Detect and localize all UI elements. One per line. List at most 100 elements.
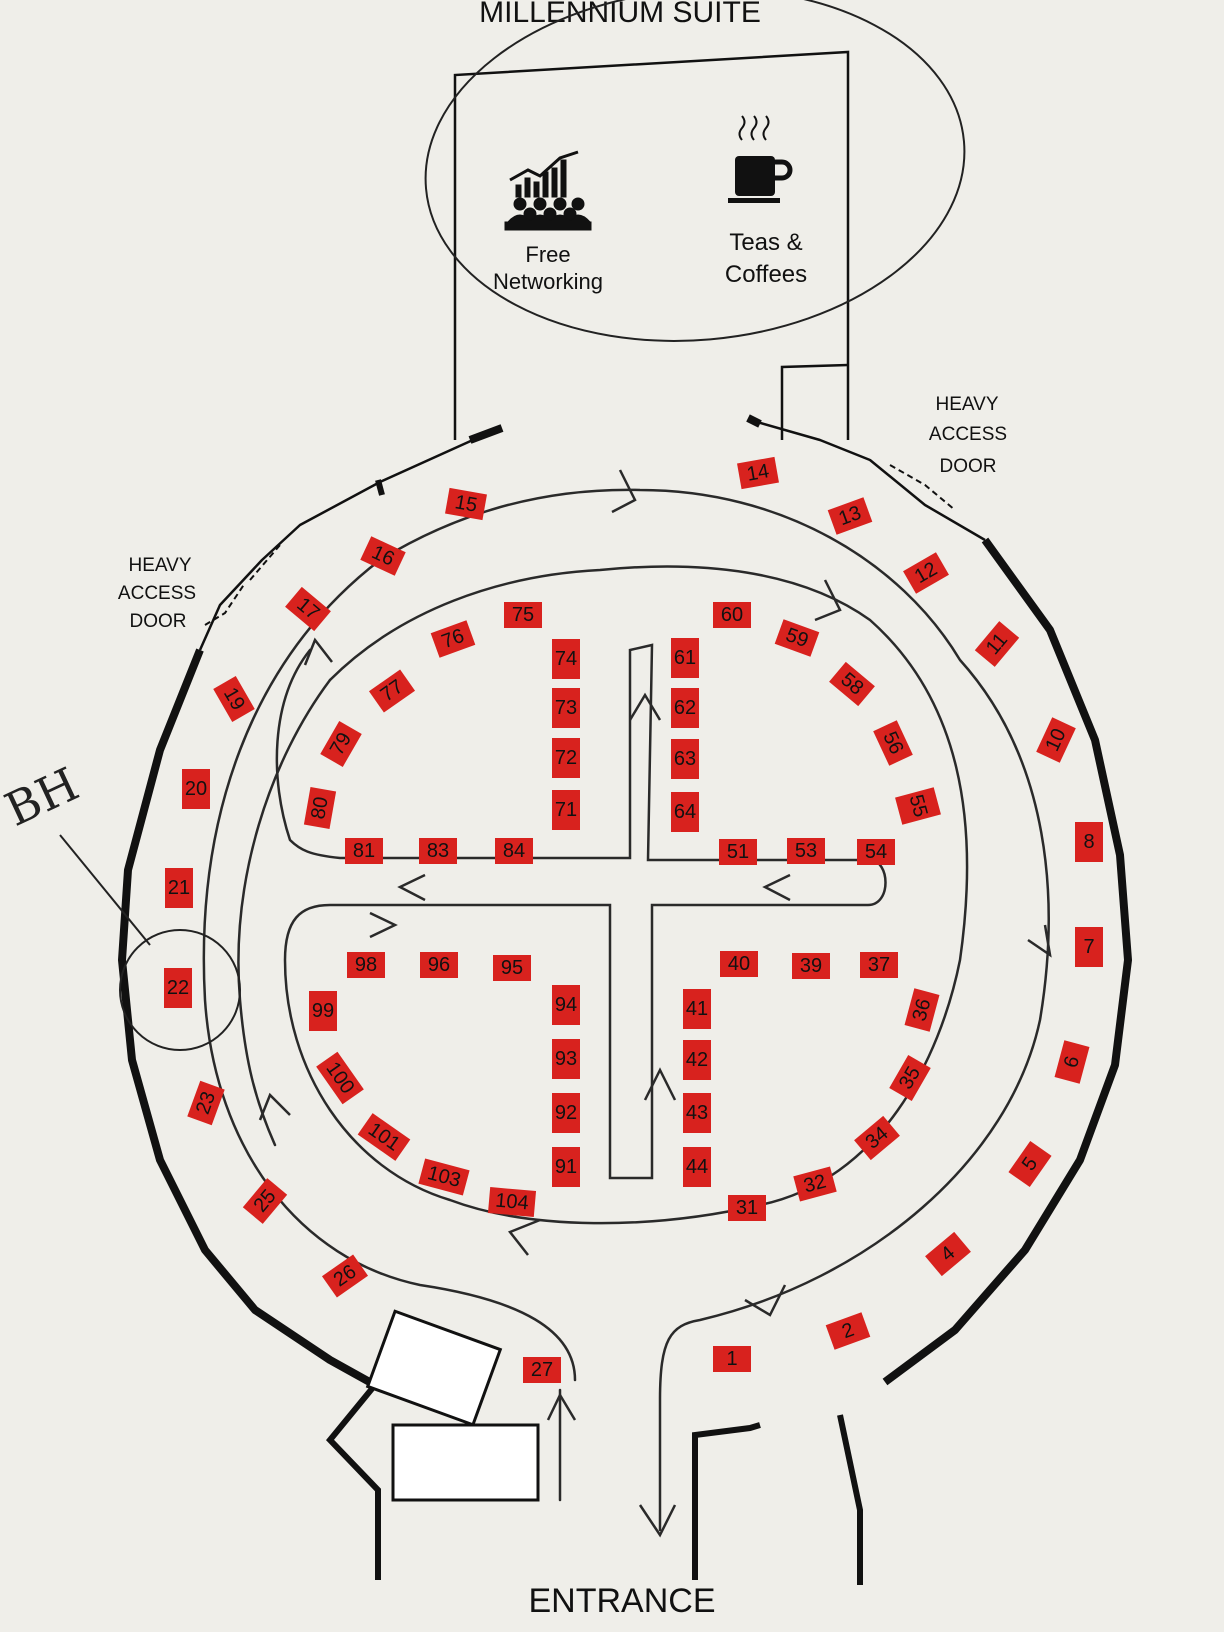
stand-number: 51: [727, 841, 749, 863]
stand-box: [793, 1166, 837, 1202]
annotation-pointer: [59, 834, 151, 946]
stand-number: 43: [686, 1102, 708, 1124]
stand-61[interactable]: 61: [671, 638, 699, 678]
wall-stub: [746, 414, 762, 428]
route-arrows: [258, 469, 1052, 1538]
stand-63[interactable]: 63: [671, 739, 699, 779]
stand-box: [728, 1195, 766, 1221]
stand-box: [792, 953, 830, 979]
stand-80[interactable]: 80: [303, 787, 337, 829]
stand-box: [873, 720, 913, 766]
stand-22[interactable]: 22: [164, 968, 192, 1008]
stand-box: [683, 1093, 711, 1133]
stand-13[interactable]: 13: [827, 497, 873, 535]
stand-93[interactable]: 93: [552, 1039, 580, 1079]
stand-91[interactable]: 91: [552, 1147, 580, 1187]
stand-95[interactable]: 95: [493, 955, 531, 981]
stand-99[interactable]: 99: [309, 991, 337, 1031]
stand-box: [671, 792, 699, 832]
left-door-swing: [204, 544, 281, 626]
stand-98[interactable]: 98: [347, 952, 385, 978]
stand-73[interactable]: 73: [552, 688, 580, 728]
stand-5[interactable]: 5: [1008, 1140, 1052, 1188]
stand-76[interactable]: 76: [430, 620, 476, 658]
stand-39[interactable]: 39: [792, 953, 830, 979]
stand-box: [430, 620, 476, 658]
stand-96[interactable]: 96: [420, 952, 458, 978]
stand-box: [713, 602, 751, 628]
stand-71[interactable]: 71: [552, 790, 580, 830]
stand-box: [523, 1357, 561, 1383]
stand-36[interactable]: 36: [904, 988, 940, 1032]
stand-54[interactable]: 54: [857, 839, 895, 865]
stand-37[interactable]: 37: [860, 952, 898, 978]
stand-43[interactable]: 43: [683, 1093, 711, 1133]
stand-81[interactable]: 81: [345, 838, 383, 864]
stand-60[interactable]: 60: [713, 602, 751, 628]
stand-box: [895, 787, 941, 825]
stand-31[interactable]: 31: [728, 1195, 766, 1221]
stand-box: [487, 1187, 537, 1217]
equipment-boxes: [365, 1309, 540, 1502]
stand-box: [1075, 822, 1103, 862]
stand-box: [285, 586, 331, 632]
stand-box: [552, 985, 580, 1025]
stand-8[interactable]: 8: [1075, 822, 1103, 862]
stand-box: [683, 1040, 711, 1080]
stand-42[interactable]: 42: [683, 1040, 711, 1080]
stand-59[interactable]: 59: [774, 619, 820, 657]
stand-41[interactable]: 41: [683, 989, 711, 1029]
stand-number: 31: [736, 1197, 758, 1219]
stand-103[interactable]: 103: [418, 1158, 470, 1196]
stand-26[interactable]: 26: [321, 1254, 369, 1298]
stand-14[interactable]: 14: [737, 456, 779, 490]
stand-83[interactable]: 83: [419, 838, 457, 864]
stand-20[interactable]: 20: [182, 769, 210, 809]
stand-number: 81: [353, 840, 375, 862]
stand-box: [552, 738, 580, 778]
stand-21[interactable]: 21: [165, 868, 193, 908]
stand-number: 62: [674, 697, 696, 719]
stand-box: [1054, 1040, 1090, 1084]
stand-32[interactable]: 32: [793, 1166, 837, 1202]
stand-62[interactable]: 62: [671, 688, 699, 728]
stand-number: 42: [686, 1049, 708, 1071]
stand-box: [774, 619, 820, 657]
stand-box: [552, 790, 580, 830]
stand-64[interactable]: 64: [671, 792, 699, 832]
stand-53[interactable]: 53: [787, 838, 825, 864]
right-door-label: HEAVY ACCESS DOOR: [929, 394, 1007, 477]
stand-84[interactable]: 84: [495, 838, 533, 864]
wall-stub: [375, 479, 385, 496]
stand-box: [1036, 717, 1076, 763]
stand-6[interactable]: 6: [1054, 1040, 1090, 1084]
stand-23[interactable]: 23: [187, 1080, 225, 1126]
left-door-label: HEAVY ACCESS DOOR: [118, 555, 196, 632]
stand-74[interactable]: 74: [552, 639, 580, 679]
stand-40[interactable]: 40: [720, 951, 758, 977]
stand-27[interactable]: 27: [523, 1357, 561, 1383]
stand-15[interactable]: 15: [445, 487, 487, 521]
stand-number: 40: [728, 953, 750, 975]
stand-number: 98: [355, 954, 377, 976]
stand-55[interactable]: 55: [895, 787, 941, 825]
stand-1[interactable]: 1: [713, 1346, 751, 1372]
stand-44[interactable]: 44: [683, 1147, 711, 1187]
stand-box: [316, 1051, 364, 1105]
stand-number: 92: [555, 1102, 577, 1124]
stand-72[interactable]: 72: [552, 738, 580, 778]
stand-number: 39: [800, 955, 822, 977]
stand-4[interactable]: 4: [925, 1231, 971, 1277]
stand-7[interactable]: 7: [1075, 927, 1103, 967]
stand-75[interactable]: 75: [504, 602, 542, 628]
stand-number: 37: [868, 954, 890, 976]
stand-2[interactable]: 2: [825, 1312, 871, 1350]
stand-box: [1075, 927, 1103, 967]
stand-51[interactable]: 51: [719, 839, 757, 865]
stand-box: [552, 688, 580, 728]
stand-104[interactable]: 104: [487, 1187, 537, 1217]
stand-number: 61: [674, 647, 696, 669]
stand-92[interactable]: 92: [552, 1093, 580, 1133]
stand-94[interactable]: 94: [552, 985, 580, 1025]
